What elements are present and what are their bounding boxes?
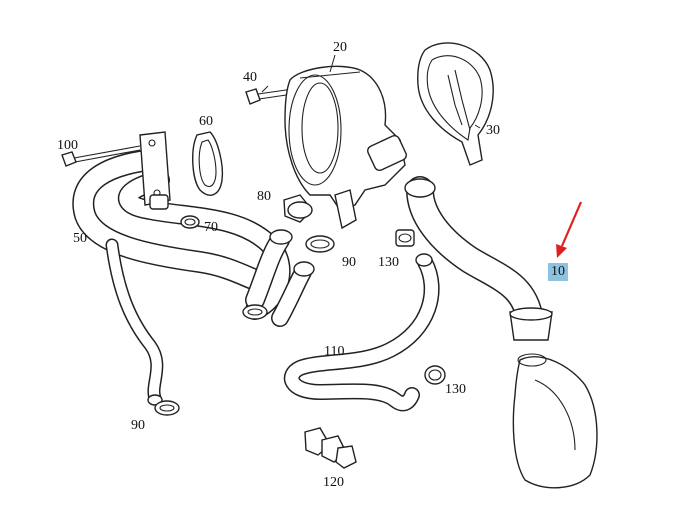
part-label-20[interactable]: 20 (333, 40, 347, 55)
hose-110 (283, 253, 440, 412)
gasket-60 (192, 131, 224, 196)
part-label-10[interactable]: 10 (548, 263, 568, 281)
part-label-70[interactable]: 70 (204, 220, 218, 235)
part-label-120[interactable]: 120 (323, 475, 344, 490)
part-label-110[interactable]: 110 (324, 344, 345, 359)
reservoir (512, 353, 598, 489)
part-label-130-lower[interactable]: 130 (445, 382, 466, 397)
part-label-40[interactable]: 40 (243, 70, 257, 85)
leader-30 (474, 124, 481, 129)
clamp-70 (180, 215, 200, 229)
short-hose-a (245, 229, 293, 310)
short-hose-b (271, 261, 315, 327)
part-label-90-left[interactable]: 90 (131, 418, 145, 433)
bolt-40 (245, 87, 301, 105)
part-label-100[interactable]: 100 (57, 138, 78, 153)
gasket-30 (417, 42, 494, 166)
clamps-120 (304, 427, 357, 469)
part-label-80[interactable]: 80 (257, 189, 271, 204)
part-label-50[interactable]: 50 (73, 231, 87, 246)
part-label-30[interactable]: 30 (486, 123, 500, 138)
hose-10 (404, 176, 553, 341)
part-label-60[interactable]: 60 (199, 114, 213, 129)
hose-50-lower-branch (105, 238, 164, 406)
housing-20 (284, 65, 407, 230)
clamp-130-lower (424, 365, 446, 385)
hose-80 (283, 194, 313, 223)
hose-50 (72, 149, 301, 320)
part-label-130-upper[interactable]: 130 (378, 255, 399, 270)
bolt-100 (61, 145, 141, 167)
clamp-90-center (305, 235, 335, 253)
clamp-lower-left (242, 304, 268, 320)
part-label-90-center[interactable]: 90 (342, 255, 356, 270)
leader-40 (261, 85, 269, 93)
leader-20 (329, 54, 336, 73)
clamp-90-left (154, 400, 180, 416)
clamp-130-upper (395, 229, 415, 247)
flange (139, 131, 171, 210)
pointer-arrow (556, 201, 583, 258)
